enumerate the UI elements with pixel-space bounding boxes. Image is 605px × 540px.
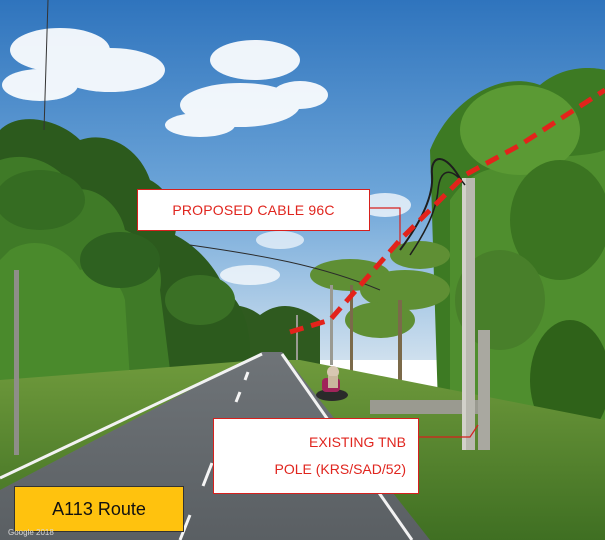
- overhead-wire: [43, 0, 49, 131]
- route-badge: A113 Route: [14, 486, 184, 532]
- motorcycle-rider: [316, 366, 348, 401]
- distant-pole-2: [296, 315, 298, 360]
- distant-pole: [330, 285, 333, 365]
- roadside-kerb: [370, 400, 480, 414]
- proposed-cable-label: PROPOSED CABLE 96C: [137, 189, 370, 231]
- clouds: [2, 28, 411, 285]
- pole-label-leader: [419, 424, 479, 438]
- imagery-watermark: Google 2018: [8, 528, 54, 537]
- existing-pole-label: EXISTING TNB POLE (KRS/SAD/52): [213, 418, 419, 494]
- left-trees: [0, 119, 250, 390]
- existing-pole-label-line2: POLE (KRS/SAD/52): [274, 461, 407, 477]
- road-edge-left: [0, 352, 263, 480]
- palm-trees: [310, 241, 450, 380]
- existing-overhead-line: [189, 244, 381, 291]
- left-utility-pole: [14, 270, 19, 455]
- existing-pole-label-line1: EXISTING TNB: [309, 434, 406, 450]
- cable-label-leader: [370, 207, 401, 245]
- proposed-cable-route: [289, 87, 605, 335]
- tnb-pole: [399, 158, 490, 450]
